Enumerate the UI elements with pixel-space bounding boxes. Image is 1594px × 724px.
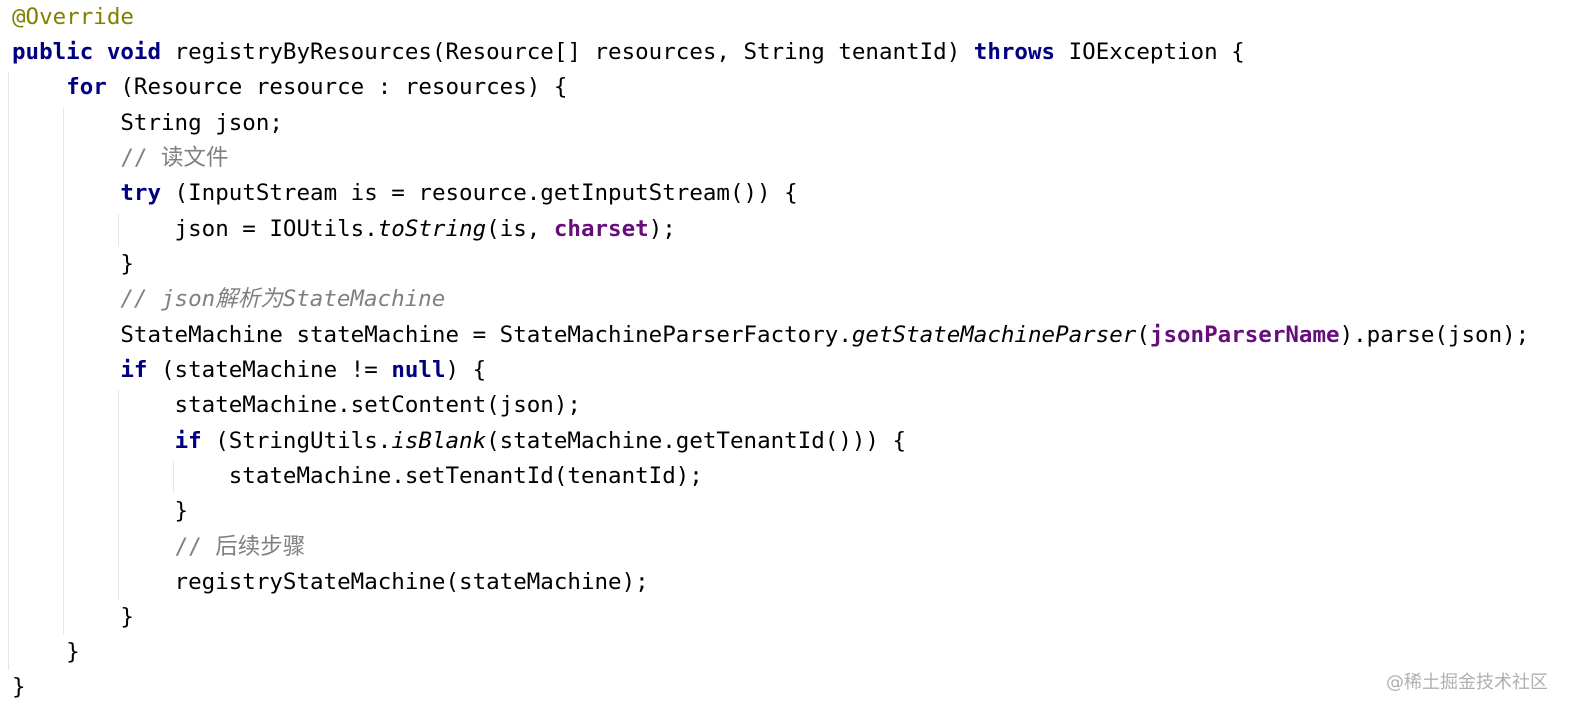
code-token — [12, 357, 120, 383]
code-line[interactable]: try (InputStream is = resource.getInputS… — [12, 176, 798, 211]
field-token: jsonParserName — [1149, 322, 1340, 348]
code-line[interactable]: // json解析为StateMachine — [12, 282, 445, 317]
code-token: stateMachine.setContent(json); — [12, 392, 581, 418]
code-token: ); — [648, 216, 676, 242]
keyword-token: if — [120, 357, 148, 383]
code-line[interactable]: String json; — [12, 106, 283, 141]
indent-guide — [118, 390, 119, 600]
code-token — [12, 74, 66, 100]
code-line[interactable]: stateMachine.setContent(json); — [12, 388, 581, 423]
indent-guide — [118, 214, 119, 246]
indent-guide — [173, 461, 174, 493]
code-line[interactable]: // 后续步骤 — [12, 530, 306, 565]
code-token: json = IOUtils. — [12, 216, 378, 242]
code-token: (is, — [486, 216, 554, 242]
keyword-token: void — [106, 39, 162, 65]
code-token: StateMachine stateMachine = StateMachine… — [12, 322, 852, 348]
code-line[interactable]: } — [12, 247, 134, 282]
code-token: (StringUtils. — [201, 428, 392, 454]
code-token: stateMachine.setTenantId(tenantId); — [12, 463, 703, 489]
keyword-token: if — [174, 428, 202, 454]
code-token — [12, 180, 120, 206]
code-token — [12, 145, 120, 171]
code-line[interactable]: } — [12, 494, 189, 529]
code-token — [12, 286, 120, 312]
indent-guide — [8, 72, 9, 670]
comment-token: // 读文件 — [120, 145, 229, 171]
code-token: ) { — [445, 357, 487, 383]
static-method-token: toString — [377, 216, 487, 242]
keyword-token: null — [391, 357, 446, 383]
code-line[interactable]: } — [12, 635, 80, 670]
code-token: (InputStream is = resource.getInputStrea… — [161, 180, 798, 206]
watermark: @稀土掘金技术社区 — [1386, 672, 1548, 693]
static-method-token: isBlank — [391, 428, 487, 454]
code-line[interactable]: @Override — [12, 0, 134, 35]
code-line[interactable]: stateMachine.setTenantId(tenantId); — [12, 459, 703, 494]
code-token: String json; — [12, 110, 283, 136]
code-token: (stateMachine != — [147, 357, 392, 383]
code-token: } — [12, 498, 189, 524]
code-token: } — [12, 604, 134, 630]
code-line[interactable]: if (StringUtils.isBlank(stateMachine.get… — [12, 424, 907, 459]
keyword-token: public — [12, 39, 94, 65]
code-line[interactable]: json = IOUtils.toString(is, charset); — [12, 212, 676, 247]
indent-guide — [63, 108, 64, 635]
code-line[interactable]: StateMachine stateMachine = StateMachine… — [12, 318, 1529, 353]
code-token: ).parse(json); — [1339, 322, 1530, 348]
comment-token: // 后续步骤 — [174, 534, 306, 560]
code-token: IOException { — [1055, 39, 1245, 65]
static-method-token: getStateMachineParser — [851, 322, 1137, 348]
code-line[interactable]: } — [12, 670, 26, 705]
code-token: } — [12, 674, 26, 700]
code-line[interactable]: for (Resource resource : resources) { — [12, 70, 567, 105]
code-token: (Resource resource : resources) { — [106, 74, 568, 100]
code-token: ( — [1136, 322, 1150, 348]
code-line[interactable]: // 读文件 — [12, 141, 229, 176]
code-token — [12, 428, 175, 454]
code-token — [93, 39, 107, 65]
code-token: } — [12, 639, 80, 665]
keyword-token: for — [66, 74, 107, 100]
code-token: registryByResources(Resource[] resources… — [161, 39, 974, 65]
code-token: } — [12, 251, 134, 277]
code-line[interactable]: registryStateMachine(stateMachine); — [12, 565, 649, 600]
code-token — [12, 534, 175, 560]
code-token: registryStateMachine(stateMachine); — [12, 569, 649, 595]
code-line[interactable]: } — [12, 600, 134, 635]
keyword-token: try — [120, 180, 162, 206]
keyword-token: throws — [973, 39, 1056, 65]
code-line[interactable]: if (stateMachine != null) { — [12, 353, 486, 388]
code-token: (stateMachine.getTenantId())) { — [486, 428, 907, 454]
code-editor[interactable]: @Override public void registryByResources… — [8, 0, 1592, 724]
code-line[interactable]: public void registryByResources(Resource… — [12, 35, 1245, 70]
annotation-token: @Override — [12, 4, 134, 30]
field-token: charset — [553, 216, 649, 242]
comment-token: // json解析为StateMachine — [120, 286, 446, 312]
